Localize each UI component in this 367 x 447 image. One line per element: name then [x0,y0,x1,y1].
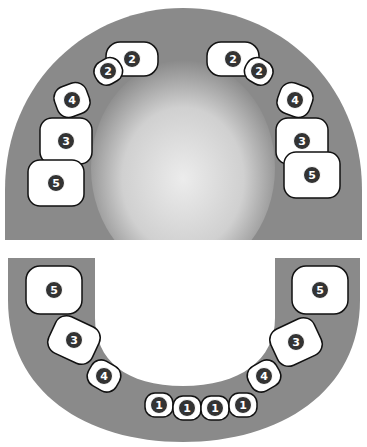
tooth [173,396,201,420]
tooth [240,54,277,90]
callout-number: 2 [250,62,268,80]
tooth [40,118,92,164]
tooth [26,266,82,314]
callout-number: 1 [178,399,196,417]
callout-number: 5 [311,281,329,299]
callout-number: 4 [63,91,81,109]
callout-number: 1 [234,396,252,414]
callout-number: 3 [287,333,305,351]
tooth [284,152,340,198]
tooth [229,393,257,417]
callout-number: 1 [206,399,224,417]
tooth [145,393,173,417]
callout-number: 2 [123,50,141,68]
tooth [83,356,125,396]
callout-number: 3 [57,132,75,150]
tooth [90,54,127,90]
palate [91,60,275,276]
callout-number: 2 [99,62,117,80]
callout-number: 4 [286,91,304,109]
callout-number: 4 [95,367,113,385]
tooth [201,396,229,420]
tooth [266,314,326,371]
callout-number: 4 [255,367,273,385]
tooth [243,356,285,396]
callout-number: 5 [47,174,65,192]
callout-number: 1 [150,396,168,414]
tooth [28,160,84,206]
callout-number: 5 [45,281,63,299]
callout-number: 5 [303,166,321,184]
tooth [274,79,317,121]
teeth [26,42,348,420]
tooth [51,79,94,121]
callout-number: 3 [65,331,83,349]
callout-number: 2 [224,50,242,68]
tooth [44,312,104,369]
callout-number: 3 [293,132,311,150]
lower-arch [8,258,360,442]
tooth [292,266,348,314]
